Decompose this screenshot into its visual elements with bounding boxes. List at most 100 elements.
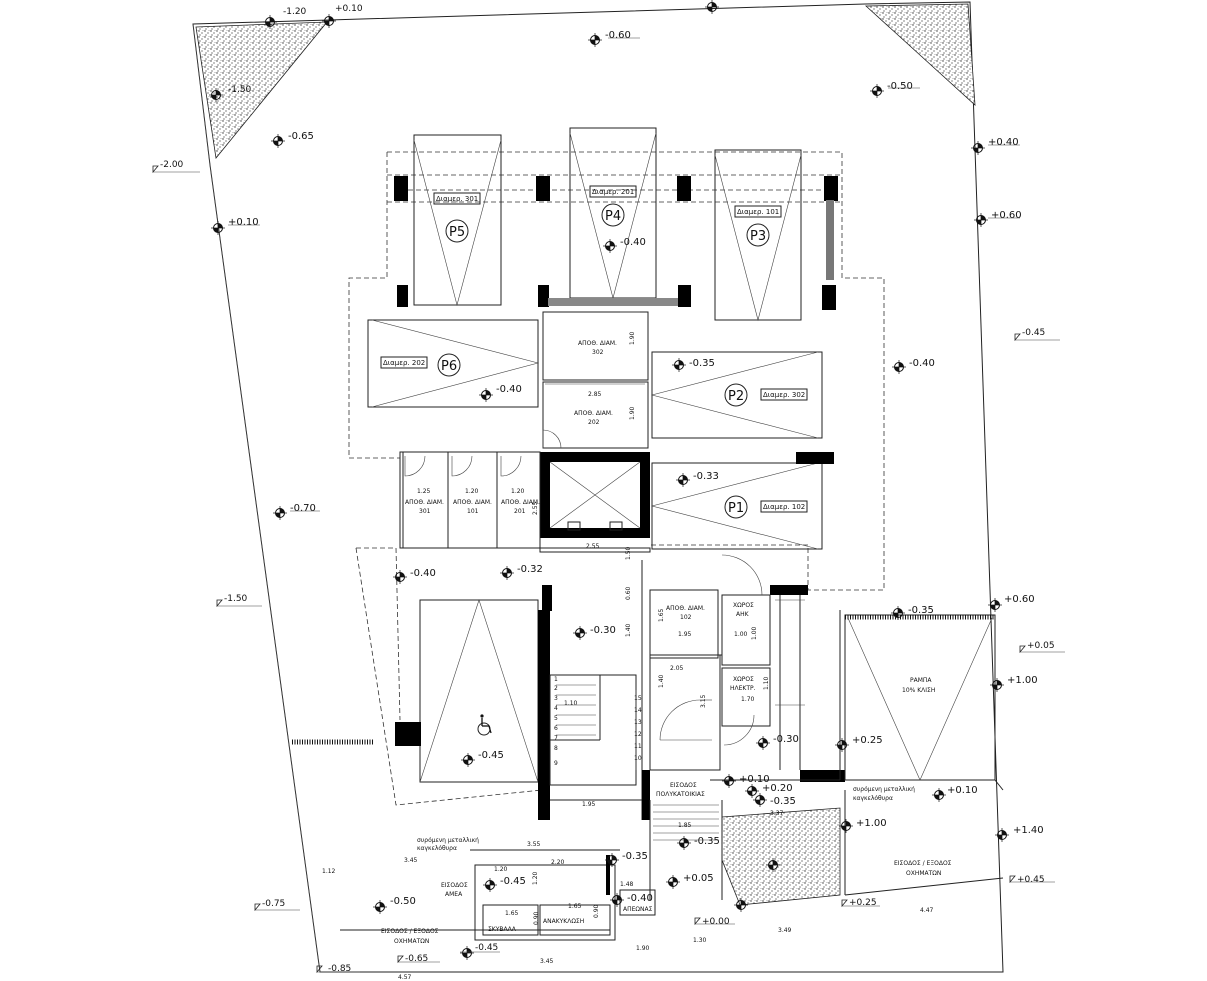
level-marker: -0.33 — [693, 471, 719, 482]
dim-4-47: 4.47 — [920, 907, 934, 914]
garden-area-se — [721, 807, 841, 906]
step-8: 8 — [554, 745, 558, 752]
dim-0-90-a: 0.90 — [533, 911, 540, 925]
level-marker: -0.35 — [694, 836, 720, 847]
room-storage-202-num: 202 — [588, 419, 600, 426]
level-marker: -0.40 — [410, 568, 436, 579]
level-marker: +0.05 — [683, 873, 714, 884]
step-4: 4 — [554, 705, 558, 712]
tag-apartment-301: Διαμερ. 301 — [436, 195, 478, 203]
dim-1-25: 1.25 — [417, 488, 431, 495]
room-storage-202-label: ΑΠΟΘ. ΔΙΑΜ. — [574, 410, 613, 417]
level-marker: -0.45 — [475, 943, 498, 953]
pedestrian-entrance-sub: ΑΜΕΑ — [445, 891, 463, 898]
level-marker: -0.50 — [390, 896, 416, 907]
level-marker: +0.00 — [702, 917, 730, 927]
level-marker: +0.10 — [228, 217, 259, 228]
step-6: 6 — [554, 725, 558, 732]
dim-1-20-c: 1.20 — [494, 866, 508, 873]
tag-apartment-201: Διαμερ. 201 — [592, 188, 634, 196]
level-marker: -0.30 — [773, 734, 799, 745]
room-storage-102-label: ΑΠΟΘ. ΔΙΑΜ. — [666, 605, 705, 612]
level-marker: -2.00 — [160, 160, 184, 170]
dim-1-95: 1.95 — [678, 631, 692, 638]
dim-3-55: 3.55 — [527, 841, 541, 848]
level-marker: +0.10 — [335, 4, 363, 14]
dim-3-45-a: 3.45 — [404, 857, 418, 864]
parking-p1 — [650, 462, 823, 550]
dim-1-95-b: 1.95 — [582, 801, 596, 808]
step-7: 7 — [554, 735, 558, 742]
step-11: 11 — [634, 743, 642, 750]
level-marker: +0.25 — [849, 898, 877, 908]
level-marker: +1.00 — [1007, 675, 1038, 686]
level-marker: -0.45 — [500, 876, 526, 887]
level-marker: -0.30 — [590, 625, 616, 636]
building-entrance-sub: ΠΟΛΥΚΑΤΟΙΚΙΑΣ — [656, 791, 705, 798]
label-p2: P2 — [728, 389, 744, 404]
room-storage-102-num: 102 — [680, 614, 692, 621]
dim-1-70: 1.70 — [741, 696, 755, 703]
room-electrical-label: ΧΩΡΟΣ — [733, 676, 754, 683]
label-p1: P1 — [728, 501, 744, 516]
step-1: 1 — [554, 676, 558, 683]
service-area — [340, 849, 656, 941]
dim-1-65: 1.65 — [658, 608, 665, 622]
ramp — [839, 610, 996, 781]
wheelchair-icon — [477, 714, 492, 736]
dim-2-05: 2.05 — [670, 665, 684, 672]
building-entrance-label: ΕΙΣΟΔΟΣ — [670, 782, 697, 789]
label-p3: P3 — [750, 229, 766, 244]
gate-right-sub: καγκελόθυρα — [853, 795, 893, 802]
dim-1-85: 1.85 — [678, 822, 692, 829]
level-marker: +1.00 — [856, 818, 887, 829]
dim-0-60: 0.60 — [625, 586, 632, 600]
dim-1-48: 1.48 — [620, 881, 634, 888]
dim-1-20-d: 1.20 — [532, 871, 539, 885]
level-marker: +0.40 — [988, 137, 1019, 148]
parking-p2 — [650, 351, 823, 439]
level-marker: -0.35 — [908, 605, 934, 616]
dim-2-55-b: 2.55 — [586, 543, 600, 550]
utility-rooms — [649, 554, 805, 771]
gate-right-label: συρόμενη μεταλλική — [853, 786, 915, 793]
step-3: 3 — [554, 695, 558, 702]
level-marker: +0.45 — [1017, 875, 1045, 885]
dim-1-65-a: 1.65 — [505, 910, 519, 917]
room-labels: ΑΠΟΘ. ΔΙΑΜ. 302 ΑΠΟΘ. ΔΙΑΜ. 202 ΑΠΟΘ. ΔΙ… — [381, 340, 952, 945]
storage-302 — [542, 311, 649, 381]
level-marker: +0.10 — [947, 785, 978, 796]
step-10: 10 — [634, 755, 642, 762]
building-outline — [387, 151, 885, 591]
level-marker: -0.70 — [290, 503, 316, 514]
label-p4: P4 — [605, 209, 621, 224]
vehicle-entrance-right-label: ΕΙΣΟΔΟΣ / ΕΞΟΔΟΣ — [894, 860, 952, 867]
garden-area-ne — [864, 3, 976, 106]
room-storage-101-label: ΑΠΟΘ. ΔΙΑΜ. — [453, 499, 492, 506]
storage-rooms-row — [399, 451, 541, 549]
level-marker: +1.40 — [1013, 825, 1044, 836]
dim-1-50: 1.50 — [625, 546, 632, 560]
garden-area-nw — [195, 21, 328, 159]
storage-202 — [542, 381, 649, 449]
room-electrical-sub: ΗΛΕΚΤΡ. — [730, 685, 756, 692]
step-14: 14 — [634, 707, 642, 714]
room-storage-101-num: 101 — [467, 508, 479, 515]
dim-1-12: 1.12 — [322, 868, 336, 875]
parking-p3 — [714, 149, 802, 322]
dim-1-10-a: 1.10 — [564, 700, 578, 707]
step-13: 13 — [634, 719, 642, 726]
level-marker: -0.85 — [328, 964, 351, 974]
dim-1-40-a: 1.40 — [625, 623, 632, 637]
level-marker: -0.40 — [620, 237, 646, 248]
dim-3-45-b: 3.45 — [540, 958, 554, 965]
level-marker: -1.50 — [224, 594, 248, 604]
gate-left-sub: καγκελόθυρα — [417, 845, 457, 852]
level-marker: -0.40 — [627, 893, 653, 904]
dim-3-15: 3.15 — [700, 694, 707, 708]
dim-1-65-b: 1.65 — [568, 903, 582, 910]
level-marker: +0.60 — [991, 210, 1022, 221]
room-storage-201-label: ΑΠΟΘ. ΔΙΑΜ. — [501, 499, 540, 506]
tag-apartment-302: Διαμερ. 302 — [763, 391, 805, 399]
